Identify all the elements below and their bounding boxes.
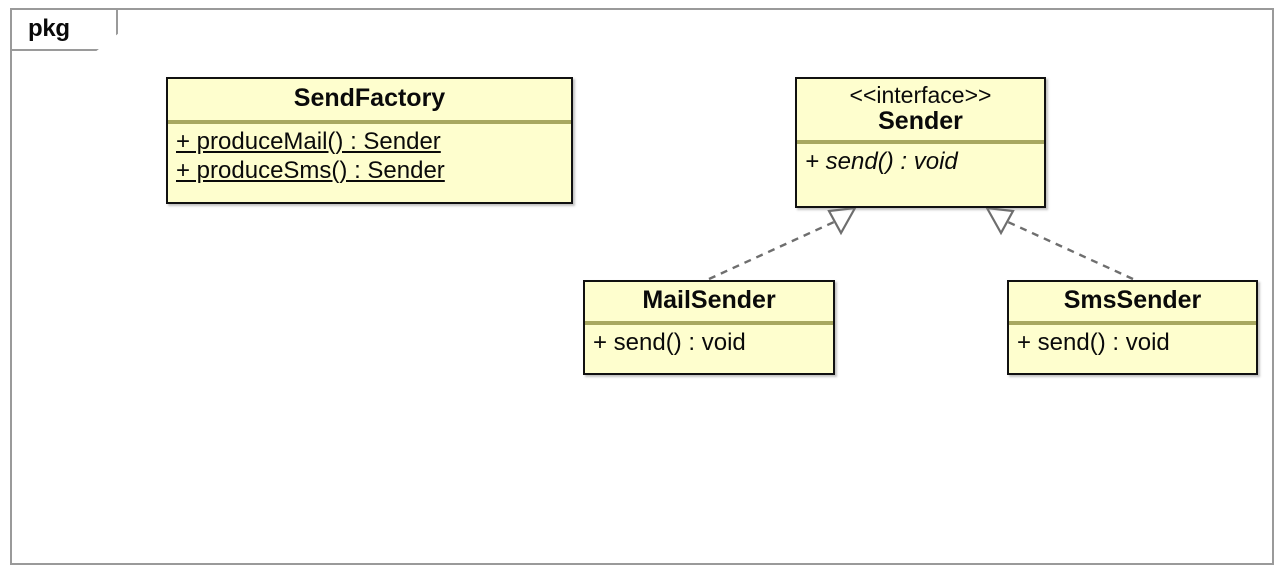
member-row: + produceSms() : Sender <box>176 156 445 184</box>
class-title: MailSender <box>642 286 776 314</box>
class-box-smssender[interactable]: SmsSender + send() : void <box>1007 280 1258 375</box>
class-box-sender[interactable]: <<interface>> Sender + send() : void <box>795 77 1046 208</box>
member-row: + send() : void <box>1017 328 1170 356</box>
class-title: Sender <box>878 106 963 135</box>
class-header: MailSender <box>585 282 833 321</box>
package-tab <box>10 8 118 51</box>
class-header: SendFactory <box>168 79 571 120</box>
member-row: + produceMail() : Sender <box>176 127 441 155</box>
class-header: SmsSender <box>1009 282 1256 321</box>
class-title: SmsSender <box>1063 286 1202 314</box>
class-members: + send() : void <box>1009 325 1256 361</box>
class-box-sendfactory[interactable]: SendFactory + produceMail() : Sender + p… <box>166 77 573 204</box>
class-divider <box>1009 320 1256 325</box>
class-members: + send() : void <box>585 325 833 361</box>
class-box-mailsender[interactable]: MailSender + send() : void <box>583 280 835 375</box>
class-header: <<interface>> Sender <box>797 79 1044 140</box>
class-divider <box>797 140 1044 145</box>
class-divider <box>585 320 833 325</box>
package-frame <box>10 8 1274 565</box>
class-title: SendFactory <box>293 84 446 112</box>
class-members: + send() : void <box>797 144 1044 180</box>
class-stereotype: <<interface>> <box>849 82 992 108</box>
package-label: pkg <box>28 15 70 42</box>
member-row: + send() : void <box>805 148 958 176</box>
class-members: + produceMail() : Sender + produceSms() … <box>168 124 571 190</box>
member-row: + send() : void <box>593 328 746 356</box>
class-divider <box>168 119 571 124</box>
